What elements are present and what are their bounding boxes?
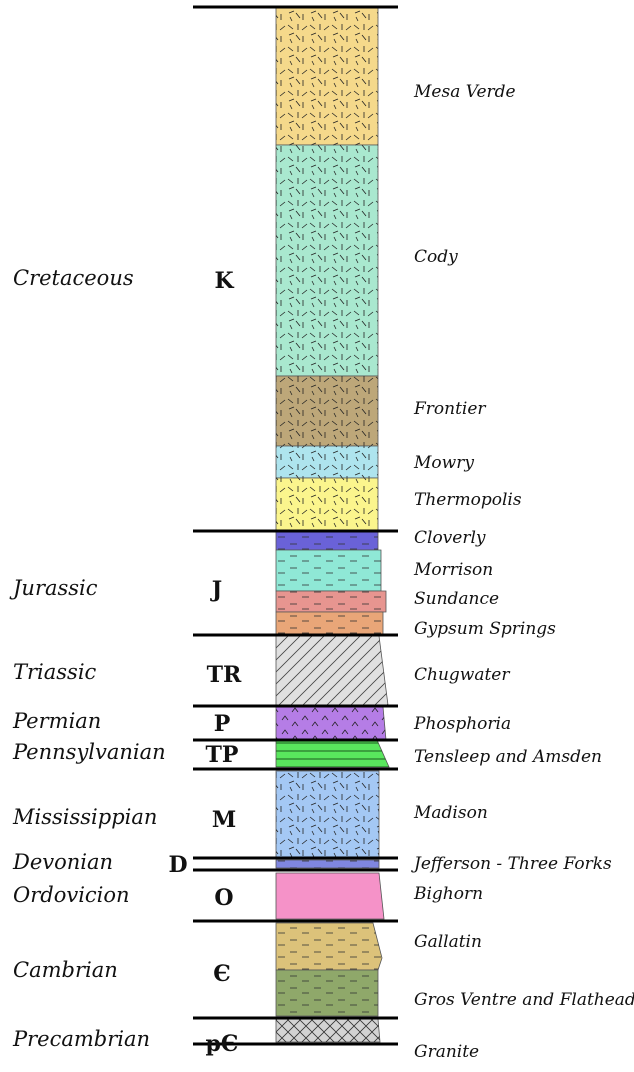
formation-name-cody: Cody	[414, 247, 458, 267]
period-name-cambrian: Cambrian	[13, 958, 118, 982]
period-abbr-k: K	[214, 268, 234, 294]
formation-name-morrison: Morrison	[413, 560, 493, 580]
layer-pattern-overlay	[276, 771, 379, 857]
period-name-precambrian: Precambrian	[12, 1027, 150, 1051]
period-abbr-d: D	[168, 852, 187, 878]
period-abbr-precambrian: pЄ	[206, 1031, 239, 1057]
layer-pattern-overlay	[276, 923, 382, 970]
period-name-mississippian: Mississippian	[12, 805, 157, 829]
period-abbr-m: M	[212, 807, 236, 833]
period-abbr-tp: TP	[206, 742, 239, 768]
layer-pattern-overlay	[276, 636, 388, 705]
period-abbr-cambrian: Є	[213, 961, 231, 987]
layer-pattern-overlay	[276, 478, 378, 530]
period-name-triassic: Triassic	[13, 660, 97, 684]
period-names: Cretaceous Jurassic Triassic Permian Pen…	[9, 266, 166, 1051]
period-abbr-o: O	[214, 885, 233, 911]
layer-pattern-overlay	[276, 145, 378, 376]
formation-layers	[276, 8, 389, 1042]
formation-name-tensleep-amsden: Tensleep and Amsden	[414, 747, 602, 767]
layer-pattern-overlay	[276, 740, 389, 767]
formation-names: Mesa Verde Cody Frontier Mowry Thermopol…	[411, 82, 634, 1062]
formation-name-frontier: Frontier	[413, 399, 486, 419]
layer-pattern-overlay	[276, 8, 378, 145]
period-abbr-tr: TR	[207, 662, 242, 688]
formation-name-madison: Madison	[413, 803, 488, 823]
formation-name-sundance: Sundance	[414, 589, 499, 609]
layer-pattern-overlay	[276, 1019, 380, 1042]
period-abbr-j: J	[210, 577, 222, 603]
layer-pattern-overlay	[276, 707, 386, 740]
period-name-devonian: Devonian	[12, 850, 113, 874]
formation-name-jefferson-three-forks: Jefferson - Three Forks	[411, 854, 612, 874]
formation-name-gypsum-springs: Gypsum Springs	[414, 619, 556, 639]
layer-pattern-overlay	[276, 970, 378, 1016]
layer-pattern-overlay	[276, 376, 378, 446]
formation-name-thermopolis: Thermopolis	[414, 490, 522, 510]
formation-name-mowry: Mowry	[413, 453, 474, 473]
period-abbr-p: P	[214, 711, 231, 737]
layer-pattern-overlay	[276, 550, 381, 591]
layer-pattern-overlay	[276, 591, 386, 612]
period-name-pennsylvanian: Pennsylvanian	[12, 740, 166, 764]
layer-pattern-overlay	[276, 532, 378, 550]
formation-name-gallatin: Gallatin	[414, 932, 482, 952]
layer-pattern-overlay	[276, 612, 383, 634]
formation-name-gros-ventre-flathead: Gros Ventre and Flathead	[414, 990, 634, 1010]
formation-name-cloverly: Cloverly	[414, 528, 486, 548]
formation-name-granite: Granite	[414, 1042, 479, 1062]
period-name-ordovicion: Ordovicion	[13, 883, 130, 907]
formation-name-bighorn: Bighorn	[413, 884, 483, 904]
period-name-jurassic: Jurassic	[9, 576, 98, 600]
period-name-cretaceous: Cretaceous	[13, 266, 134, 290]
formation-name-phosphoria: Phosphoria	[413, 714, 511, 734]
period-abbreviations: K J TR P TP M D O Є pЄ	[168, 268, 242, 1057]
formation-name-chugwater: Chugwater	[414, 665, 510, 685]
layer-pattern-overlay	[276, 446, 378, 478]
layer-bighorn	[276, 873, 384, 919]
formation-name-mesa-verde: Mesa Verde	[413, 82, 516, 102]
period-name-permian: Permian	[12, 709, 101, 733]
layer-pattern-overlay	[276, 860, 379, 868]
